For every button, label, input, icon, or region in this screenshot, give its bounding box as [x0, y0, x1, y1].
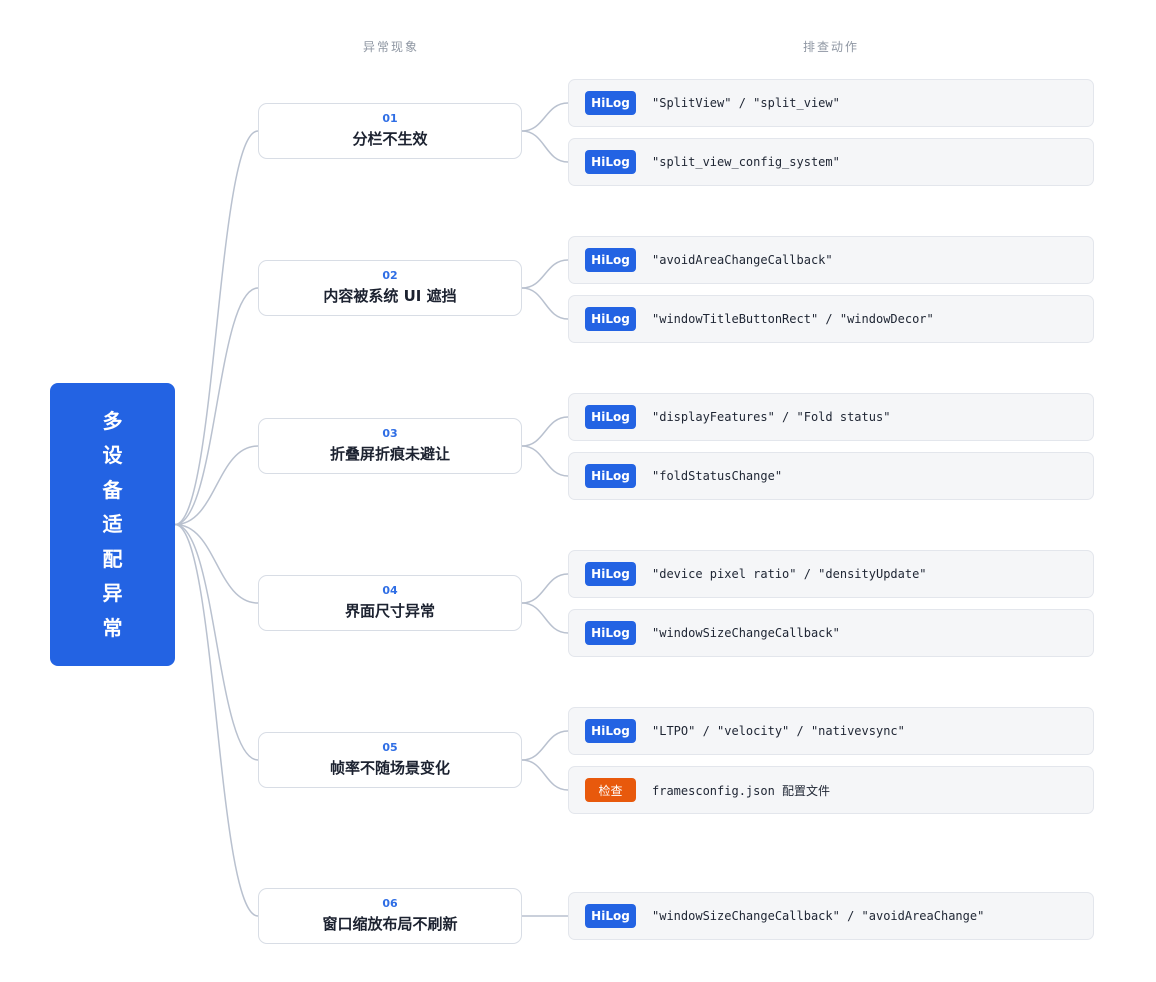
root-to-issue-connector — [174, 287, 259, 526]
issue-to-action-connector — [521, 102, 569, 132]
issue-title: 分栏不生效 — [352, 130, 428, 148]
issue-to-action-connector — [521, 573, 569, 604]
action-text: "foldStatusChange" — [652, 469, 783, 483]
action-text: "windowSizeChangeCallback" / "avoidAreaC… — [652, 909, 985, 923]
issue-to-action-connector — [521, 259, 569, 289]
issue-title: 窗口缩放布局不刷新 — [322, 915, 458, 933]
issue-to-action-connector — [521, 730, 569, 761]
root-to-issue-connector — [174, 445, 259, 526]
check-tag: 检查 — [585, 778, 636, 802]
action-item: HiLog "device pixel ratio" / "densityUpd… — [568, 550, 1094, 598]
action-column-header: 排查动作 — [802, 40, 859, 54]
action-text: "avoidAreaChangeCallback" — [652, 253, 833, 267]
action-item: HiLog "LTPO" / "velocity" / "nativevsync… — [568, 707, 1094, 755]
hilog-tag: HiLog — [585, 248, 636, 272]
issue-node-02: 02 内容被系统 UI 遮挡 — [258, 260, 522, 316]
root-char: 多 — [102, 408, 123, 433]
issue-number: 05 — [382, 741, 398, 754]
action-item: HiLog "split_view_config_system" — [568, 138, 1094, 186]
hilog-tag: HiLog — [585, 307, 636, 331]
action-text: "windowSizeChangeCallback" — [652, 626, 840, 640]
symptom-column-header: 异常现象 — [362, 40, 419, 54]
issue-title: 帧率不随场景变化 — [329, 759, 450, 777]
action-text: "displayFeatures" / "Fold status" — [652, 410, 891, 424]
root-to-issue-connector — [174, 523, 259, 917]
action-text: "LTPO" / "velocity" / "nativevsync" — [652, 724, 905, 738]
root-node: 多 设 备 适 配 异 常 — [50, 383, 175, 666]
action-text: "windowTitleButtonRect" / "windowDecor" — [652, 312, 934, 326]
issue-number: 01 — [382, 112, 398, 125]
action-text: framesconfig.json 配置文件 — [652, 783, 831, 798]
hilog-tag: HiLog — [585, 904, 636, 928]
issue-number: 03 — [382, 427, 398, 440]
issue-title: 界面尺寸异常 — [344, 602, 435, 620]
root-char: 备 — [102, 477, 123, 502]
action-text: "SplitView" / "split_view" — [652, 96, 840, 110]
issue-to-action-connector — [521, 445, 569, 477]
hilog-tag: HiLog — [585, 405, 636, 429]
hilog-tag: HiLog — [585, 91, 636, 115]
root-char: 设 — [102, 443, 123, 468]
root-to-issue-connector — [174, 523, 259, 604]
action-item: HiLog "SplitView" / "split_view" — [568, 79, 1094, 127]
issue-node-04: 04 界面尺寸异常 — [258, 575, 522, 631]
issue-to-action-connector — [521, 287, 569, 320]
action-item: HiLog "foldStatusChange" — [568, 452, 1094, 500]
root-to-issue-connector — [174, 523, 259, 761]
action-item: HiLog "windowTitleButtonRect" / "windowD… — [568, 295, 1094, 343]
issue-node-01: 01 分栏不生效 — [258, 103, 522, 159]
action-item: HiLog "windowSizeChangeCallback" / "avoi… — [568, 892, 1094, 940]
issue-to-action-connector — [521, 130, 569, 163]
action-item: HiLog "avoidAreaChangeCallback" — [568, 236, 1094, 284]
issue-node-05: 05 帧率不随场景变化 — [258, 732, 522, 788]
hilog-tag: HiLog — [585, 562, 636, 586]
issue-to-action-connector — [521, 416, 569, 447]
root-char: 异 — [102, 581, 123, 606]
issue-title: 折叠屏折痕未避让 — [329, 445, 450, 463]
issue-node-03: 03 折叠屏折痕未避让 — [258, 418, 522, 474]
root-char: 配 — [102, 546, 123, 571]
root-char: 适 — [102, 512, 123, 537]
issue-number: 04 — [382, 584, 398, 597]
root-char: 常 — [102, 615, 123, 640]
issue-title: 内容被系统 UI 遮挡 — [323, 287, 457, 305]
issue-number: 06 — [382, 897, 398, 910]
action-item: HiLog "windowSizeChangeCallback" — [568, 609, 1094, 657]
hilog-tag: HiLog — [585, 621, 636, 645]
root-to-issue-connector — [174, 130, 259, 526]
action-item: 检查 framesconfig.json 配置文件 — [568, 766, 1094, 814]
issue-node-06: 06 窗口缩放布局不刷新 — [258, 888, 522, 944]
action-item: HiLog "displayFeatures" / "Fold status" — [568, 393, 1094, 441]
hilog-tag: HiLog — [585, 464, 636, 488]
issue-to-action-connector — [521, 759, 569, 791]
issue-number: 02 — [382, 269, 398, 282]
action-text: "split_view_config_system" — [652, 155, 840, 169]
hilog-tag: HiLog — [585, 719, 636, 743]
action-text: "device pixel ratio" / "densityUpdate" — [652, 567, 927, 581]
hilog-tag: HiLog — [585, 150, 636, 174]
issue-to-action-connector — [521, 602, 569, 634]
